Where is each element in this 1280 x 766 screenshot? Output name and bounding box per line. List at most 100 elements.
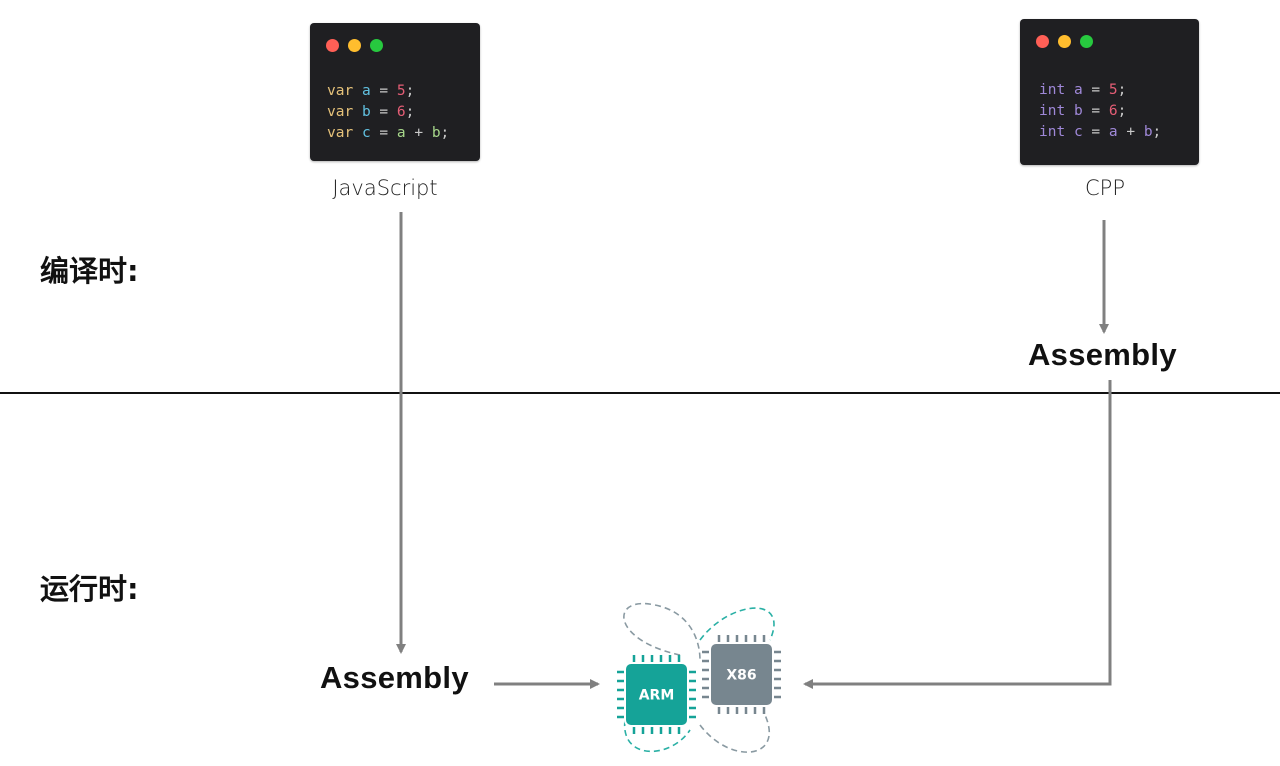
code-line: var a = 5; [327,81,449,102]
chip-pin [617,706,625,710]
chip-pin [617,688,625,692]
chip-body [709,642,774,707]
code-semicolon: ; [1117,82,1127,98]
chip-pin [726,635,730,643]
javascript-label: JavaScript [332,176,438,200]
code-keyword: int [1039,103,1066,119]
run-time-label: 运行时: [40,572,139,606]
chip-pin [773,686,781,690]
chip-pin [688,688,696,692]
chip-pin [617,697,625,701]
chip-pin [735,706,739,714]
code-keyword: int [1039,124,1066,140]
arm-chip: ARM [617,655,696,734]
chip-pin [617,670,625,674]
chip-pin [726,706,730,714]
code-operator: = [379,83,389,99]
chip-pin [650,655,654,663]
code-line: var c = a + b; [327,123,449,144]
code-keyword: int [1039,82,1066,98]
code-operator: + [414,125,424,141]
code-identifier: a [361,83,371,99]
cpp-assembly-to-cpu-arrow [803,380,1112,689]
maximize-dot-icon [1080,35,1093,48]
code-operator: = [1091,124,1101,140]
js-code-window: var a = 5;var b = 6;var c = a + b; [310,23,480,161]
code-number: 6 [1108,103,1118,119]
chip-pin [735,635,739,643]
code-keyword: var [327,104,354,120]
chip-pin [650,726,654,734]
code-semicolon: ; [405,104,415,120]
chip-pin [668,655,672,663]
code-line: var b = 6; [327,102,449,123]
chip-pin [744,706,748,714]
code-operator: + [1126,124,1136,140]
code-identifier: b [361,104,371,120]
x86-chip: X86 [702,635,781,714]
code-line: int a = 5; [1039,80,1161,101]
chip-pin [617,679,625,683]
chip-pin [702,686,710,690]
chip-pin [688,679,696,683]
orbit-dashed-line [699,607,775,641]
code-number: 5 [1108,82,1118,98]
chip-pin [702,659,710,663]
code-line: int c = a + b; [1039,122,1161,143]
code-identifier: b [431,125,441,141]
code-operator: = [379,104,389,120]
phase-divider [0,392,1280,394]
orbit-dashed-line [624,719,691,753]
chip-pin [744,635,748,643]
code-semicolon: ; [1117,103,1127,119]
code-number: 6 [396,104,406,120]
cpp-assembly-label: Assembly [1028,337,1177,372]
chip-pin [702,677,710,681]
code-number: 5 [396,83,406,99]
orbit-dashed-line [623,602,701,661]
maximize-dot-icon [370,39,383,52]
chip-pin [773,668,781,672]
chip-pin [702,650,710,654]
code-line: int b = 6; [1039,101,1161,122]
code-semicolon: ; [440,125,450,141]
code-keyword: var [327,83,354,99]
chip-pin [688,697,696,701]
window-traffic-lights [1036,35,1093,48]
code-identifier: c [361,125,371,141]
chip-pin [688,670,696,674]
cpp-label: CPP [1085,176,1125,200]
chip-pin [677,655,681,663]
code-identifier: c [1073,124,1083,140]
chip-pin [773,677,781,681]
chip-pin [641,726,645,734]
cpp-code-window: int a = 5;int b = 6;int c = a + b; [1020,19,1199,165]
chip-pin [753,635,757,643]
chip-pin [641,655,645,663]
window-traffic-lights [326,39,383,52]
chip-pin [762,706,766,714]
js-assembly-label: Assembly [320,660,469,695]
chip-pin [753,706,757,714]
chip-pin [677,726,681,734]
chip-pin [632,726,636,734]
code-keyword: var [327,125,354,141]
chip-pin [717,635,721,643]
code-semicolon: ; [1152,124,1162,140]
compile-time-label: 编译时: [40,254,139,288]
code-identifier: b [1143,124,1153,140]
code-identifier: a [396,125,406,141]
chip-body [624,662,689,727]
orbit-dashed-line [699,714,771,753]
chip-pin [632,655,636,663]
js-code-block: var a = 5;var b = 6;var c = a + b; [327,81,449,144]
chip-label: X86 [726,668,756,684]
chip-pin [773,695,781,699]
chip-pin [688,715,696,719]
code-semicolon: ; [405,83,415,99]
minimize-dot-icon [348,39,361,52]
chip-pin [617,715,625,719]
code-operator: = [1091,103,1101,119]
chip-pin [762,635,766,643]
